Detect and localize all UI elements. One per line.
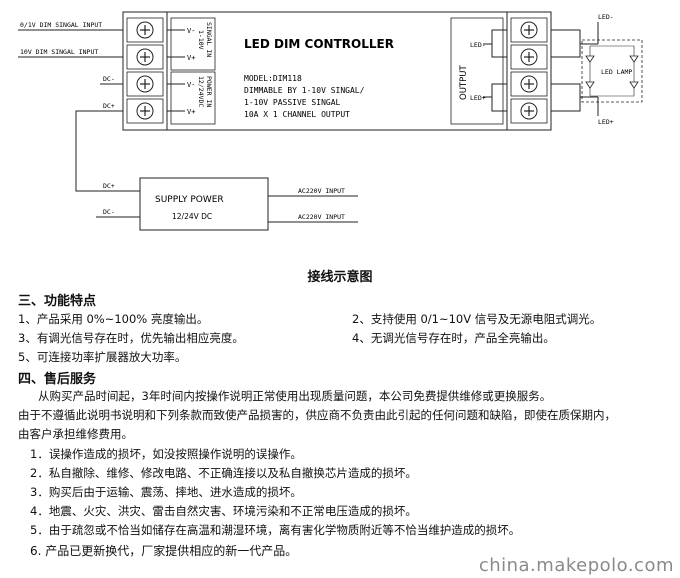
feature-item: 5、可连接功率扩展器放大功率。 xyxy=(18,350,187,364)
lamp-led-minus: LED- xyxy=(598,13,614,21)
controller-title: LED DIM CONTROLLER xyxy=(244,37,394,51)
service-item: 5．由于疏忽或不恰当如储存在高温和潮湿环境，离有害化学物质附近等不恰当维护造成的… xyxy=(30,523,521,537)
output-led-minus: LED- xyxy=(470,41,486,49)
power-in-label: POWER IN xyxy=(205,76,213,107)
input-label-dc-minus: DC- xyxy=(103,75,115,83)
controller-spec-3: 10A X 1 CHANNEL OUTPUT xyxy=(244,110,350,119)
service-item: 1．误操作造成的损坏，如没按照操作说明的误操作。 xyxy=(30,447,302,461)
supply-spec: 12/24V DC xyxy=(172,212,212,221)
input-label-dc-plus: DC+ xyxy=(103,102,115,110)
section-service-title: 四、售后服务 xyxy=(18,372,97,387)
led-diode-icon xyxy=(629,81,639,89)
supply-title: SUPPLY POWER xyxy=(155,195,224,205)
supply-dc-plus: DC+ xyxy=(103,182,115,190)
led-diode-icon xyxy=(629,55,639,63)
service-item: 6. 产品已更新换代，厂家提供相应的新一代产品。 xyxy=(30,544,298,558)
input-label-dim-110v: 0/1V DIM SINGAL INPUT xyxy=(20,21,102,29)
screw-icon xyxy=(520,21,538,39)
service-item: 2．私自撤除、维修、修改电路、不正确连接以及私自撤换芯片造成的损坏。 xyxy=(30,466,417,480)
service-item: 4．地震、火灾、洪灾、雷击自然灾害、环境污染和不正常电压造成的损坏。 xyxy=(30,504,417,518)
screw-icon xyxy=(136,75,154,93)
supply-dc-minus: DC- xyxy=(103,208,115,216)
controller-spec-1: DIMMABLE BY 1-10V SINGAL/ xyxy=(244,86,365,95)
signal-v-minus: V- xyxy=(187,27,195,35)
signal-v-plus: V+ xyxy=(187,54,195,62)
led-lamp-label: LED LAMP xyxy=(601,68,632,76)
led-diode-icon xyxy=(585,81,595,89)
screw-icon xyxy=(520,102,538,120)
signal-in-label: SINGAL IN xyxy=(205,22,213,57)
wiring-diagram: 0/1V DIM SINGAL INPUT 10V DIM SINGAL INP… xyxy=(18,11,643,231)
service-paragraph: 由于不遵循此说明书说明和下列条款而致使产品损害的，供应商不负责由此引起的任何问题… xyxy=(18,408,616,422)
screw-icon xyxy=(520,48,538,66)
output-label: OUTPUT xyxy=(459,65,469,100)
power-v-minus: V- xyxy=(187,81,195,89)
feature-item: 4、无调光信号存在时，产品全亮输出。 xyxy=(352,331,555,345)
power-v-plus: V+ xyxy=(187,108,195,116)
feature-item: 3、有调光信号存在时，优先输出相应亮度。 xyxy=(18,331,244,345)
input-label-dim-10v: 10V DIM SINGAL INPUT xyxy=(20,48,98,56)
feature-item: 2、支持使用 0/1~10V 信号及无源电阻式调光。 xyxy=(352,312,602,326)
power-voltage-label: 12/24VDC xyxy=(197,76,205,107)
screw-icon xyxy=(136,48,154,66)
supply-ac-input-2: AC220V INPUT xyxy=(298,213,345,221)
controller-body xyxy=(166,11,508,131)
supply-ac-input-1: AC220V INPUT xyxy=(298,187,345,195)
watermark: china.makepolo.com xyxy=(478,555,674,576)
feature-item: 1、产品采用 0%~100% 亮度输出。 xyxy=(18,312,209,326)
diagram-caption: 接线示意图 xyxy=(307,270,373,285)
service-paragraph: 从购买产品时间起，3年时间内按操作说明正常使用出现质量问题，本公司免费提供维修或… xyxy=(38,389,552,403)
led-lamp xyxy=(581,39,643,103)
screw-icon xyxy=(520,75,538,93)
screw-icon xyxy=(136,21,154,39)
screw-icon xyxy=(136,102,154,120)
lamp-led-plus: LED+ xyxy=(598,118,614,126)
supply-power-box xyxy=(139,177,269,231)
service-item: 3．购买后由于运输、震荡、摔地、进水造成的损坏。 xyxy=(30,485,302,499)
section-features-title: 三、功能特点 xyxy=(18,294,97,309)
led-diode-icon xyxy=(585,55,595,63)
controller-model: MODEL:DIM118 xyxy=(244,74,302,83)
controller-spec-2: 1-10V PASSIVE SINGAL xyxy=(244,98,341,107)
signal-range-label: 1-10V xyxy=(197,30,205,50)
service-paragraph: 由客户承担维修费用。 xyxy=(18,427,133,441)
output-led-plus: LED+ xyxy=(470,94,486,102)
